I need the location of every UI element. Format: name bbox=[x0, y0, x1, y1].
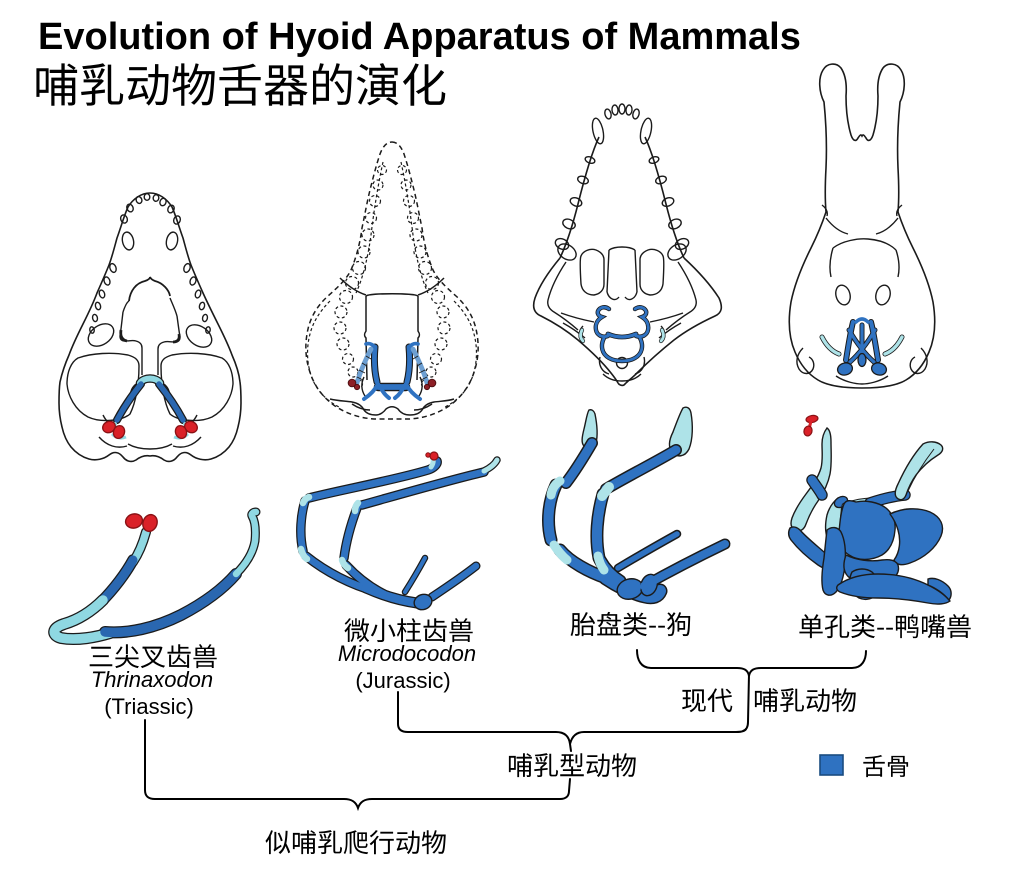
svg-text:Evolution of Hyoid Apparatus o: Evolution of Hyoid Apparatus of Mammals bbox=[38, 16, 801, 58]
svg-text:(Triassic): (Triassic) bbox=[104, 694, 194, 719]
svg-text:(Jurassic): (Jurassic) bbox=[355, 668, 450, 693]
svg-text:Thrinaxodon: Thrinaxodon bbox=[91, 667, 213, 692]
svg-text:Microdocodon: Microdocodon bbox=[338, 641, 476, 666]
